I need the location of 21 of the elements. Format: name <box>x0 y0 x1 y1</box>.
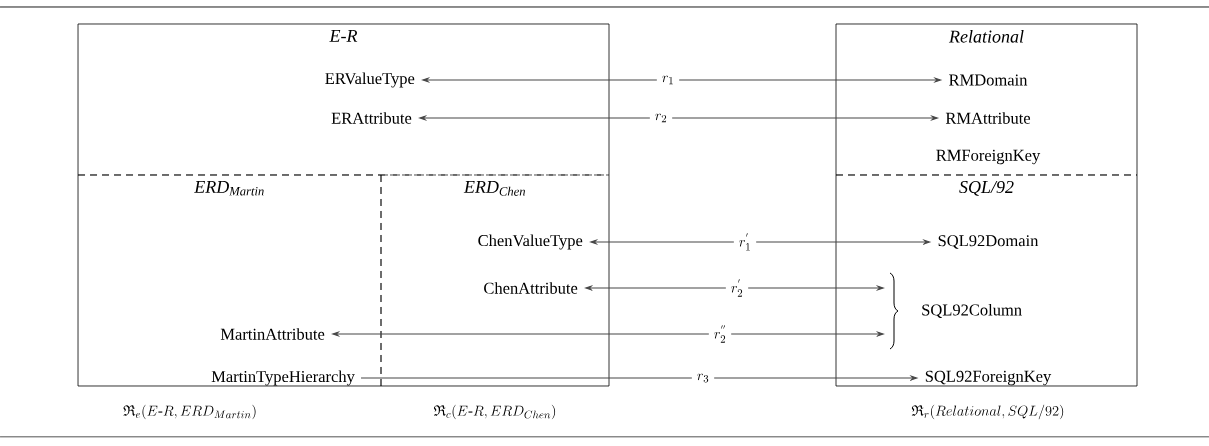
type-name: ChenAttribute <box>484 282 578 294</box>
mapping-caption: $\mathfrak{R}_e(E\text{-}R, ERD_{Martin})$ <box>123 404 256 420</box>
edge-label: $r_1$ <box>656 74 680 86</box>
edge-label: $r^{'}_1$ <box>733 232 757 252</box>
edge-label: $r_2$ <box>649 112 673 124</box>
edge-label: $r^{''}_2$ <box>708 324 732 344</box>
type-name: ERAttribute <box>331 112 412 124</box>
type-name: MartinAttribute <box>220 328 325 340</box>
type-name: ERValueType <box>325 72 415 88</box>
mapping-caption: $\mathfrak{R}_c(E\text{-}R, ERD_{Chen})$ <box>433 404 556 420</box>
type-name: MartinTypeHierarchy <box>211 370 355 386</box>
type-name: RMDomain <box>949 74 1028 86</box>
type-name: RMForeignKey <box>936 149 1041 165</box>
edge-label: $r_3$ <box>691 372 715 384</box>
type-name: RMAttribute <box>945 112 1031 124</box>
edge-label: $r^{'}_2$ <box>725 278 749 298</box>
type-name: SQL92Domain <box>938 235 1039 249</box>
type-name: ChenValueType <box>478 234 583 250</box>
type-name: SQL92Column <box>922 303 1022 319</box>
mapping-caption: $\mathfrak{R}_r(Relational, SQL/92)$ <box>911 404 1064 420</box>
type-name: SQL92ForeignKey <box>925 370 1052 386</box>
